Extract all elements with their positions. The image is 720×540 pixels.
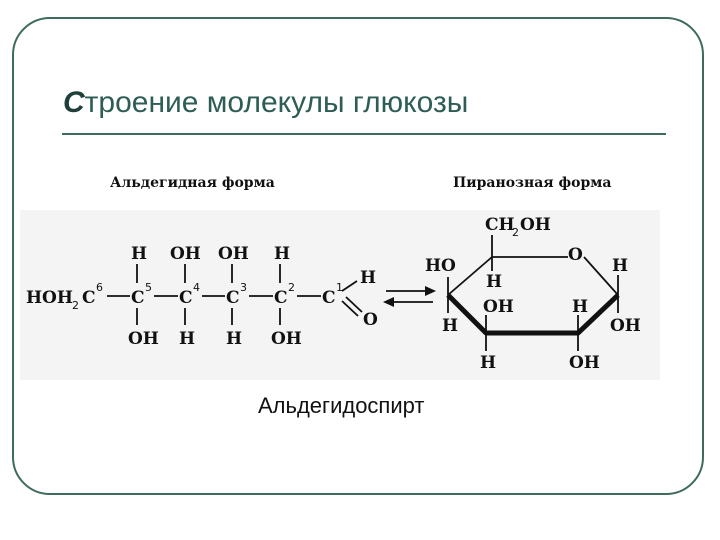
c5-number: 5 (145, 281, 152, 294)
aldehyde-form: Альдегидная форма HOH 2 C 6 H C 5 OH OH … (26, 175, 378, 349)
c2-number: 2 (288, 281, 295, 294)
arrow-backward-head (383, 297, 394, 307)
slide-frame (12, 17, 704, 495)
c4-number: 4 (193, 281, 200, 294)
ring-oxygen: O (568, 245, 583, 265)
c2-h: H (572, 297, 588, 317)
c3-number: 3 (240, 281, 247, 294)
bond-c1-h (341, 280, 358, 292)
pyranose-form-caption: Пиранозная форма (453, 175, 612, 191)
c6-number: 6 (96, 281, 103, 294)
diagram-background (20, 210, 660, 380)
ring-front-bonds (446, 293, 620, 336)
c1-h: H (360, 268, 376, 288)
bond-c1-o-a (341, 300, 359, 317)
slide-title: Строение молекулы глюкозы (63, 86, 468, 120)
c3-h: H (226, 329, 242, 349)
bond-c5-c4 (447, 256, 493, 296)
c4-oh: OH (170, 244, 201, 264)
c4-atom: C (179, 288, 193, 308)
c3-atom: C (226, 288, 240, 308)
c1-o: O (363, 310, 378, 330)
c5-h: H (131, 244, 147, 264)
c4-h: H (442, 316, 458, 336)
c3-h: H (480, 353, 496, 373)
c3-oh: OH (483, 297, 514, 317)
equilibrium-arrows (383, 286, 436, 307)
c6-atom: C (82, 288, 96, 308)
c1-h: H (612, 256, 628, 276)
c4-h: H (179, 329, 195, 349)
bond-c1-o-b (345, 296, 363, 313)
c2-oh: OH (569, 353, 600, 373)
bond-ring-o-c1 (583, 256, 619, 296)
hoh-label: HOH (26, 288, 73, 308)
ch2oh-subscript: 2 (512, 226, 519, 239)
c5-h: H (486, 272, 502, 292)
glucose-structure-diagram: Альдегидная форма HOH 2 C 6 H C 5 OH OH … (20, 175, 660, 380)
ch2oh-ch: CH (485, 215, 515, 235)
aldehyde-form-caption: Альдегидная форма (110, 175, 275, 191)
c4-ho: HO (425, 256, 456, 276)
ch2oh-oh: OH (520, 215, 551, 235)
c2-h: H (274, 244, 290, 264)
c1-oh: OH (610, 316, 641, 336)
title-first-letter: С (63, 86, 85, 119)
hoh-subscript: 2 (72, 299, 79, 312)
c5-atom: C (131, 288, 145, 308)
diagram-caption: Альдегидоспирт (258, 393, 425, 418)
c3-oh: OH (218, 244, 249, 264)
c1-atom: C (322, 288, 336, 308)
title-rest: троение молекулы глюкозы (84, 86, 469, 119)
c5-oh: OH (128, 329, 159, 349)
c1-number: 1 (336, 281, 343, 294)
title-underline (62, 133, 666, 135)
c2-oh: OH (271, 329, 302, 349)
pyranose-form: Пиранозная форма CH 2 OH O H HO H OH H H… (425, 175, 641, 373)
c2-atom: C (274, 288, 288, 308)
arrow-forward-head (425, 286, 436, 296)
